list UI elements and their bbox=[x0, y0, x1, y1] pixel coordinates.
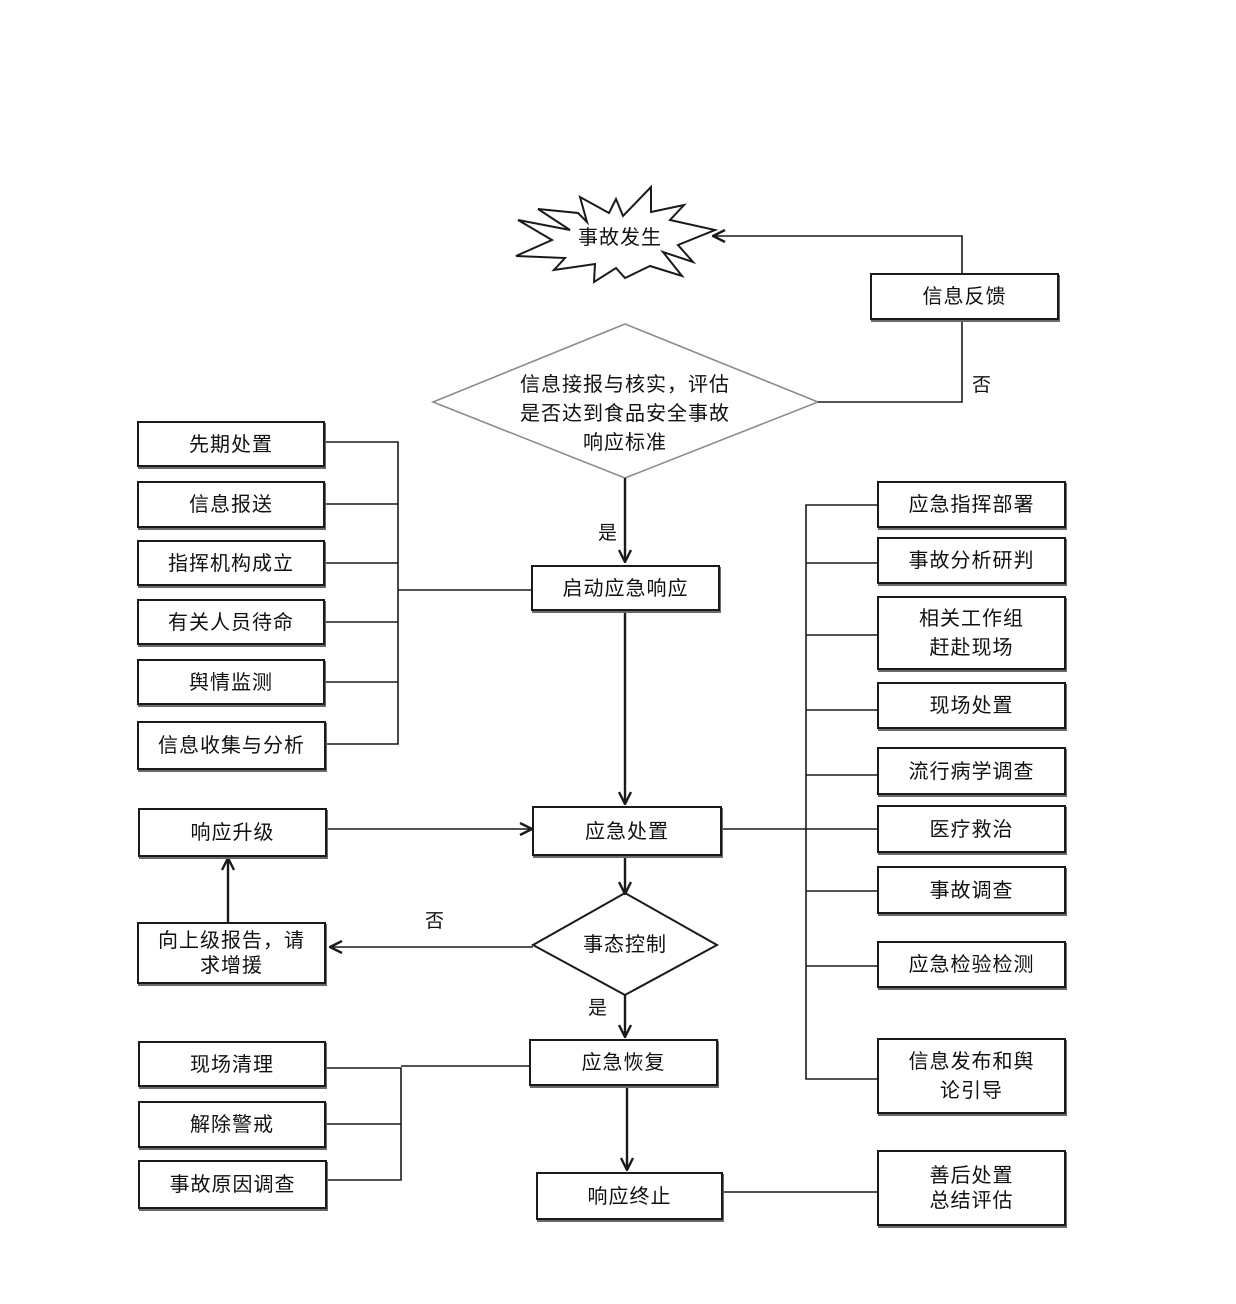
left-action-5: 舆情监测 bbox=[137, 659, 325, 705]
left-action-1: 先期处置 bbox=[137, 421, 325, 467]
right-action-8: 应急检验检测 bbox=[877, 941, 1066, 988]
right-action-4: 现场处置 bbox=[877, 682, 1066, 729]
upgrade-box: 响应升级 bbox=[138, 808, 327, 857]
assess-line-2: 是否达到食品安全事故 bbox=[520, 401, 730, 425]
feedback-box: 信息反馈 bbox=[870, 273, 1059, 320]
right-action-3-line-1: 相关工作组 bbox=[919, 606, 1024, 630]
right-action-9-line-1: 信息发布和舆 bbox=[908, 1049, 1035, 1073]
bracket-recovery-actions bbox=[326, 1065, 529, 1181]
report-box: 向上级报告，请 求增援 bbox=[137, 922, 326, 984]
recovery-action-3: 事故原因调查 bbox=[138, 1160, 327, 1209]
yes-label-recovery: 是 bbox=[588, 997, 608, 1019]
disposal-box: 应急处置 bbox=[532, 806, 722, 856]
start-label: 事故发生 bbox=[578, 225, 662, 249]
right-action-6: 医疗救治 bbox=[877, 805, 1066, 853]
right-action-5: 流行病学调查 bbox=[877, 747, 1066, 795]
no-label-feedback: 否 bbox=[972, 374, 992, 396]
launch-box: 启动应急响应 bbox=[531, 565, 720, 611]
yes-label-launch: 是 bbox=[598, 522, 618, 544]
right-action-2: 事故分析研判 bbox=[877, 537, 1066, 584]
right-action-3: 相关工作组 赶赴现场 bbox=[877, 596, 1066, 670]
report-line-2: 求增援 bbox=[200, 953, 263, 977]
arrow-feedback-to-start bbox=[713, 236, 963, 273]
recovery-action-1: 现场清理 bbox=[138, 1041, 326, 1087]
left-action-2: 信息报送 bbox=[137, 481, 325, 528]
left-action-3: 指挥机构成立 bbox=[137, 540, 325, 586]
bracket-right-actions bbox=[722, 504, 878, 1080]
aftermath-line-2: 总结评估 bbox=[929, 1188, 1014, 1212]
left-action-6: 信息收集与分析 bbox=[137, 721, 326, 770]
bracket-left-actions bbox=[325, 441, 531, 745]
right-action-9-line-2: 论引导 bbox=[940, 1078, 1003, 1102]
assess-line-3: 响应标准 bbox=[583, 430, 667, 454]
right-action-7: 事故调查 bbox=[877, 866, 1066, 914]
recovery-box: 应急恢复 bbox=[529, 1039, 718, 1086]
assess-line-1: 信息接报与核实，评估 bbox=[520, 372, 730, 396]
aftermath-box: 善后处置 总结评估 bbox=[877, 1150, 1066, 1226]
start-starburst bbox=[515, 184, 719, 284]
line-assess-to-feedback bbox=[818, 320, 963, 403]
right-action-9: 信息发布和舆 论引导 bbox=[877, 1038, 1066, 1114]
end-box: 响应终止 bbox=[536, 1172, 723, 1220]
right-action-3-line-2: 赶赴现场 bbox=[929, 635, 1014, 659]
left-action-4: 有关人员待命 bbox=[137, 599, 325, 645]
aftermath-line-1: 善后处置 bbox=[929, 1163, 1014, 1187]
right-action-1: 应急指挥部署 bbox=[877, 481, 1066, 528]
report-line-1: 向上级报告，请 bbox=[158, 928, 305, 952]
recovery-action-2: 解除警戒 bbox=[138, 1101, 326, 1148]
no-label-escalate: 否 bbox=[425, 910, 445, 932]
assess-label: 信息接报与核实，评估 是否达到食品安全事故 响应标准 bbox=[470, 370, 780, 457]
control-label: 事态控制 bbox=[583, 932, 667, 956]
